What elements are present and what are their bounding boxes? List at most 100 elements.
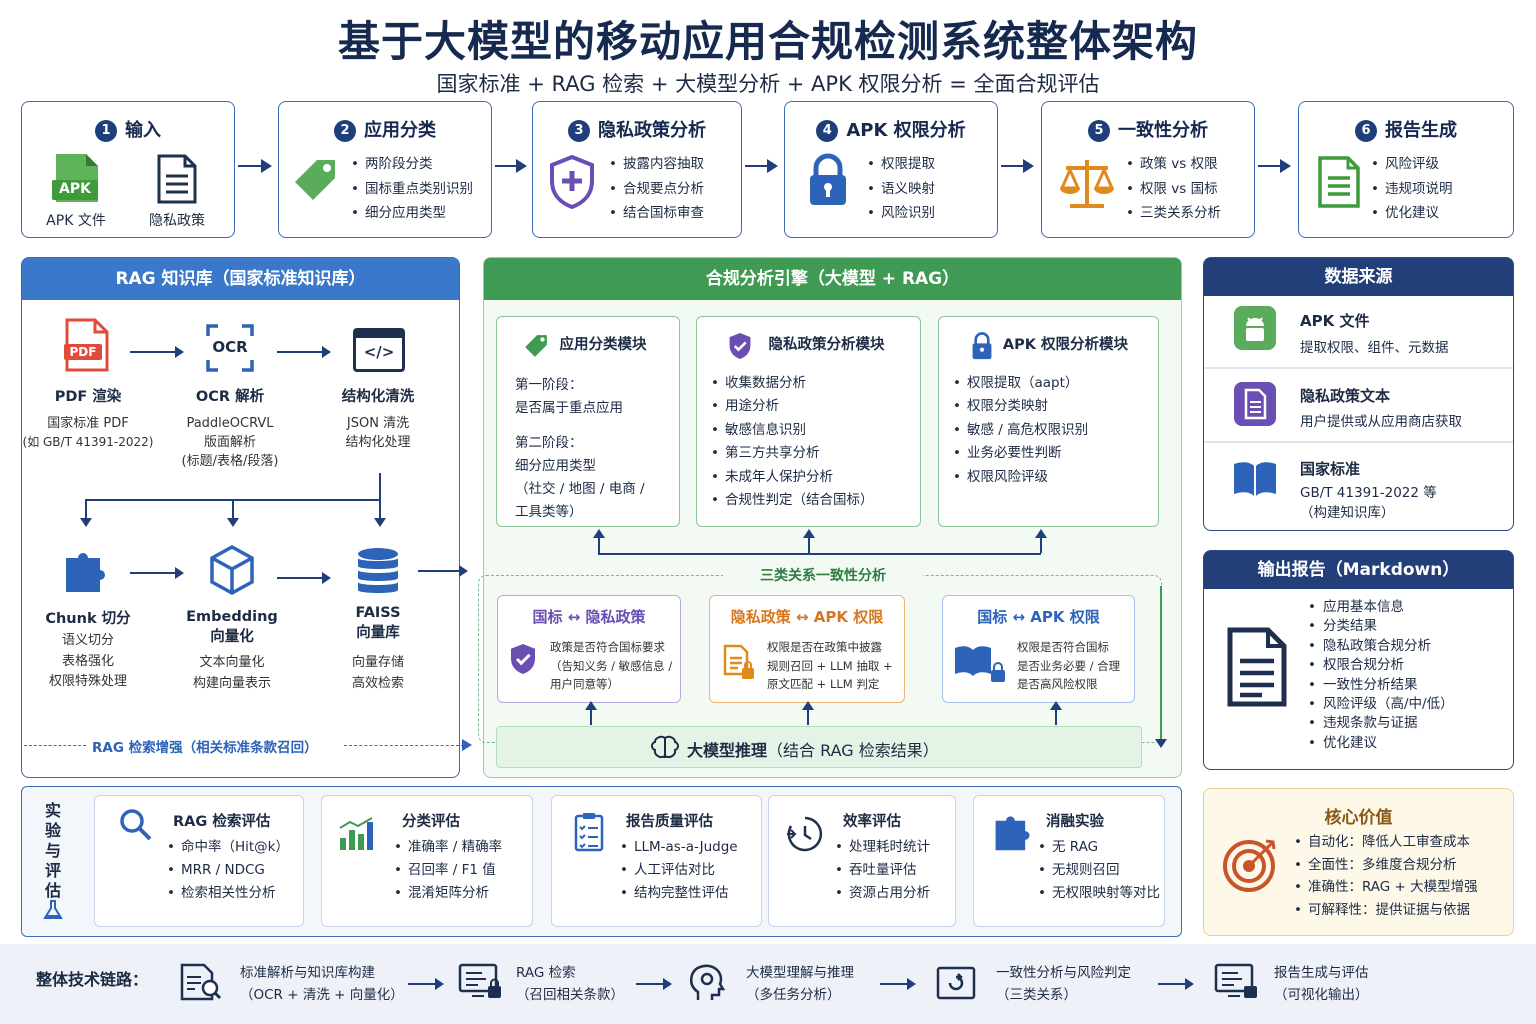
search-icon bbox=[119, 808, 153, 846]
arrow-icon bbox=[1036, 529, 1046, 553]
source-desc: GB/T 41391-2022 等 （构建知识库） bbox=[1300, 485, 1437, 521]
rag-step-desc: PaddleOCRVL 版面解析 (标题/表格/段落) bbox=[181, 416, 279, 469]
database-icon bbox=[356, 546, 400, 600]
core-value-title: 核心价值 bbox=[1324, 808, 1393, 828]
monitor-report-icon bbox=[1214, 962, 1260, 1006]
report-document-icon bbox=[1226, 627, 1288, 711]
rag-step-name: 结构化清洗 bbox=[341, 389, 415, 405]
monitor-lock-icon bbox=[458, 962, 504, 1006]
arrow-icon bbox=[418, 566, 468, 576]
arrow-icon bbox=[1001, 159, 1034, 173]
exp-title: 分类评估 bbox=[402, 814, 460, 830]
source-name: 国家标准 bbox=[1300, 460, 1361, 478]
rag-step-name: FAISS 向量库 bbox=[355, 605, 401, 641]
chain-label: 整体技术链路： bbox=[36, 970, 149, 989]
tag-icon bbox=[523, 333, 549, 363]
relation-desc: 权限是否在政策中披露 规则召回 + LLM 抽取 + 原文匹配 + LLM 判定 bbox=[767, 640, 893, 691]
relation-desc: 政策是否符合国标要求 （告知义务 / 敏感信息 / 用户同意等） bbox=[550, 640, 673, 691]
arrow-icon bbox=[594, 529, 604, 553]
relation-title: 国标 ↔ APK 权限 bbox=[977, 608, 1100, 626]
scale-icon bbox=[1058, 156, 1116, 216]
module-privacy-policy-analysis: 隐私政策分析模块 收集数据分析 用途分析 敏感信息识别 第三方共享分析 未成年人… bbox=[696, 316, 921, 527]
brain-icon bbox=[651, 735, 679, 765]
rag-step-desc: 文本向量化 构建向量表示 bbox=[192, 655, 271, 691]
arrow-icon bbox=[495, 159, 527, 173]
shield-check-icon bbox=[508, 642, 538, 680]
checklist-icon bbox=[574, 812, 604, 856]
rag-step-name: PDF 渲染 bbox=[54, 389, 122, 405]
sources-title: 数据来源 bbox=[1204, 258, 1513, 296]
target-icon bbox=[1222, 835, 1280, 897]
reasoning-title: 大模型推理 bbox=[687, 741, 768, 760]
arrow-icon bbox=[1258, 159, 1291, 173]
shield-check-icon bbox=[727, 331, 753, 365]
chain-step: 一致性分析与风险判定 （三类关系） bbox=[996, 965, 1131, 1003]
arrow-icon bbox=[586, 701, 596, 725]
consistency-label: 三类关系一致性分析 bbox=[723, 565, 923, 585]
source-desc: 用户提供或从应用商店获取 bbox=[1300, 414, 1462, 430]
module-title: 应用分类模块 bbox=[559, 337, 647, 353]
reasoning-suffix: （结合 RAG 检索结果） bbox=[767, 741, 939, 760]
llm-reasoning-bar: 大模型推理（结合 RAG 检索结果） bbox=[496, 726, 1142, 768]
flask-icon bbox=[42, 899, 64, 925]
document-search-icon bbox=[178, 962, 224, 1006]
module-apk-permission-analysis: APK 权限分析模块 权限提取（aapt） 权限分类映射 敏感 / 高危权限识别… bbox=[938, 316, 1159, 527]
privacy-policy-label: 隐私政策 bbox=[149, 213, 205, 229]
source-name: APK 文件 bbox=[1300, 312, 1370, 330]
lock-icon bbox=[971, 331, 993, 365]
core-value-panel: 核心价值 自动化：降低人工审查成本 全面性：多维度合规分析 准确性：RAG + … bbox=[1203, 788, 1514, 936]
pdf-icon: PDF bbox=[64, 318, 110, 376]
exp-title: 报告质量评估 bbox=[626, 814, 713, 830]
arrow-icon bbox=[238, 159, 272, 173]
rag-step-desc: JSON 清洗 结构化处理 bbox=[345, 416, 411, 450]
android-icon bbox=[1234, 306, 1276, 350]
output-report-panel: 输出报告（Markdown） 应用基本信息 分类结果 隐私政策合规分析 权限合规… bbox=[1203, 550, 1514, 770]
data-sources-panel: 数据来源 APK 文件 提取权限、组件、元数据 隐私政策文本 用户提供或从应用商… bbox=[1203, 257, 1514, 531]
module-title: APK 权限分析模块 bbox=[1002, 337, 1129, 353]
ocr-icon: OCR bbox=[206, 324, 254, 372]
exp-items: 处理耗时统计 吞吐量评估 资源占用分析 bbox=[835, 836, 930, 905]
shield-plus-icon bbox=[547, 154, 597, 214]
code-icon: </> bbox=[353, 328, 405, 372]
timer-icon bbox=[785, 814, 825, 858]
book-icon bbox=[1232, 460, 1278, 502]
experiments-label: 实验与评估 bbox=[44, 801, 61, 900]
exp-card-report-quality: 报告质量评估 LLM-as-a-Judge 人工评估对比 结构完整性评估 bbox=[551, 795, 762, 927]
rag-step-desc: 向量存储 高效检索 bbox=[351, 655, 404, 691]
page-subtitle: 国家标准 + RAG 检索 + 大模型分析 + APK 权限分析 = 全面合规评… bbox=[436, 72, 1100, 96]
rag-step-name: Chunk 切分 bbox=[45, 611, 131, 627]
exp-items: 无 RAG 无规则召回 无权限映射等对比 bbox=[1038, 836, 1160, 905]
arrow-icon bbox=[1158, 979, 1194, 989]
tech-chain-bar bbox=[0, 944, 1536, 1024]
relation-policy-apk: 隐私政策 ↔ APK 权限 权限是否在政策中披露 规则召回 + LLM 抽取 +… bbox=[709, 595, 905, 703]
step-items: 权限提取 语义映射 风险识别 bbox=[867, 152, 935, 226]
step-items: 政策 vs 权限 权限 vs 国标 三类关系分析 bbox=[1126, 152, 1221, 226]
arrow-icon bbox=[277, 573, 331, 583]
exp-title: RAG 检索评估 bbox=[173, 814, 271, 830]
arrow-icon bbox=[228, 499, 238, 527]
chain-step: 标准解析与知识库构建 （OCR + 清洗 + 向量化） bbox=[240, 965, 404, 1003]
puzzle-icon bbox=[62, 548, 110, 598]
page-title: 基于大模型的移动应用合规检测系统整体架构 bbox=[337, 17, 1198, 66]
rag-step-name: Embedding 向量化 bbox=[186, 609, 278, 645]
document-lock-icon bbox=[722, 644, 756, 686]
core-value-items: 自动化：降低人工审查成本 全面性：多维度合规分析 准确性：RAG + 大模型增强… bbox=[1294, 831, 1478, 921]
apk-file-icon: APK bbox=[52, 152, 102, 208]
arrow-icon bbox=[803, 701, 813, 725]
lock-icon bbox=[807, 152, 849, 212]
source-desc: 提取权限、组件、元数据 bbox=[1300, 340, 1449, 356]
arrow-icon bbox=[130, 568, 184, 578]
module-lines: 权限提取（aapt） 权限分类映射 敏感 / 高危权限识别 业务必要性判断 权限… bbox=[953, 372, 1088, 489]
chain-step: 报告生成与评估 （可视化输出） bbox=[1274, 965, 1369, 1003]
rag-knowledge-base-panel: RAG 知识库（国家标准知识库） PDF OCR </> PDF 渲染 国家标准… bbox=[21, 257, 460, 778]
rag-step-name: OCR 解析 bbox=[195, 389, 265, 405]
